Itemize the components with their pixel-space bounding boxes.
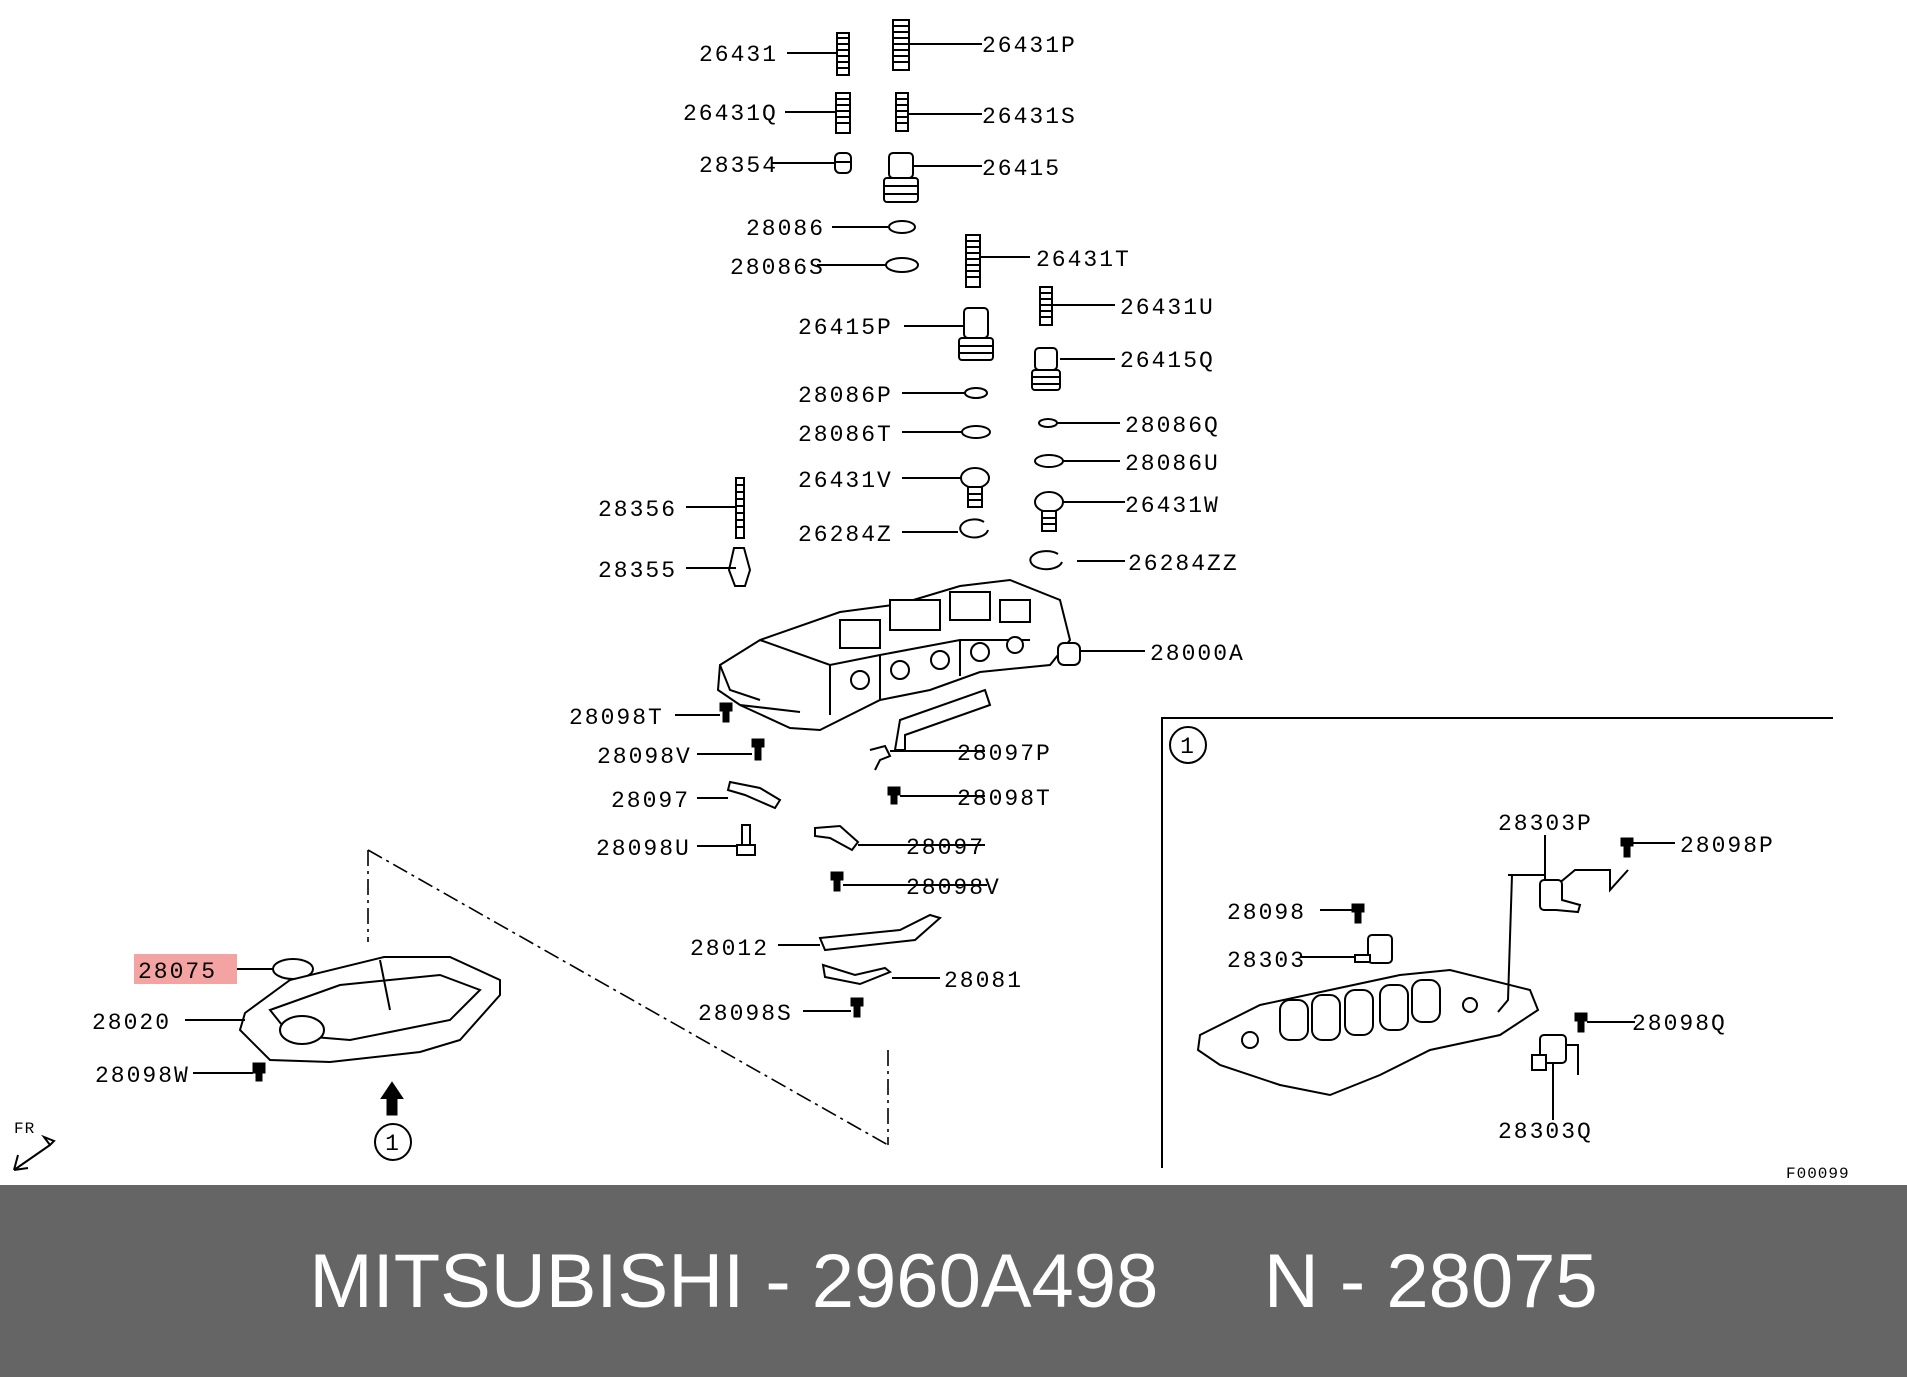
cap-28354 xyxy=(834,152,852,174)
label-26431T: 26431T xyxy=(1036,247,1131,273)
callout-circle xyxy=(374,1123,412,1161)
label-26431V: 26431V xyxy=(798,468,893,494)
label-26431: 26431 xyxy=(699,42,778,68)
spring-26431P xyxy=(892,19,910,71)
bracket-28097P xyxy=(869,744,892,771)
spring-26431S xyxy=(895,92,909,132)
valve-26415Q xyxy=(1031,347,1061,391)
label-28086T: 28086T xyxy=(798,422,893,448)
label-28097-a: 28097 xyxy=(611,788,690,814)
figure-code: F00099 xyxy=(1786,1165,1850,1183)
highlight-28075 xyxy=(134,954,237,984)
clip-26284Z xyxy=(959,518,989,539)
inset-ref-text: 1 xyxy=(1180,734,1196,760)
label-28098W: 28098W xyxy=(95,1063,190,1089)
label-28356: 28356 xyxy=(598,497,677,523)
label-26431U: 26431U xyxy=(1120,295,1215,321)
screw-28098T-a xyxy=(719,702,733,723)
label-28354: 28354 xyxy=(699,153,778,179)
oring-28086T xyxy=(961,425,991,439)
label-28086P: 28086P xyxy=(798,383,893,409)
label-28098Q: 28098Q xyxy=(1632,1011,1727,1037)
solenoid-28303P xyxy=(1539,879,1582,914)
label-26431W: 26431W xyxy=(1125,493,1220,519)
label-28086Q: 28086Q xyxy=(1125,413,1220,439)
screw-28098S xyxy=(850,997,864,1018)
spring-26431U xyxy=(1039,286,1053,326)
spring-26431Q xyxy=(835,92,851,134)
label-28098S: 28098S xyxy=(698,1001,793,1027)
label-28020: 28020 xyxy=(92,1010,171,1036)
label-26284Z: 26284Z xyxy=(798,522,893,548)
screw-28098U xyxy=(736,824,756,856)
label-26415P: 26415P xyxy=(798,315,893,341)
detent-28355 xyxy=(727,547,752,587)
front-indicator: FR xyxy=(14,1120,35,1138)
screw-28098-inset xyxy=(1351,903,1365,924)
label-28355: 28355 xyxy=(598,558,677,584)
label-26415Q: 26415Q xyxy=(1120,348,1215,374)
label-28012: 28012 xyxy=(690,936,769,962)
valve-body-inset xyxy=(1196,869,1629,1097)
label-28303Q: 28303Q xyxy=(1498,1119,1593,1145)
label-28086: 28086 xyxy=(746,216,825,242)
label-28303: 28303 xyxy=(1227,948,1306,974)
screw-28098W xyxy=(252,1062,266,1082)
label-28097P: 28097P xyxy=(957,741,1052,767)
valve-26415P xyxy=(958,307,994,361)
label-28098T-a: 28098T xyxy=(569,705,664,731)
label-28086U: 28086U xyxy=(1125,451,1220,477)
label-28098: 28098 xyxy=(1227,900,1306,926)
front-arrow-icon xyxy=(13,1134,56,1171)
bracket-28097-a xyxy=(726,780,782,810)
valve-26415 xyxy=(883,152,919,203)
callout-ref-text: 1 xyxy=(385,1131,401,1157)
label-26284ZZ: 26284ZZ xyxy=(1128,551,1239,577)
bracket-28097-b xyxy=(814,824,860,852)
label-28098T-b: 28098T xyxy=(957,786,1052,812)
label-28098U: 28098U xyxy=(596,836,691,862)
plate-28012 xyxy=(818,913,943,952)
label-28097-b: 28097 xyxy=(906,835,985,861)
footer-part-number: MITSUBISHI - 2960A498 N - 28075 xyxy=(309,1238,1598,1324)
label-28086S: 28086S xyxy=(730,255,825,281)
inset-frame xyxy=(1161,717,1833,1168)
rod-28356 xyxy=(735,477,745,539)
oring-28086Q xyxy=(1038,418,1058,428)
strainer-28020 xyxy=(238,956,501,1064)
label-28098V-a: 28098V xyxy=(597,744,692,770)
plug-26431W xyxy=(1034,491,1064,532)
parts-diagram: 1 FR 1 26431 26431P 26431Q 26431S 28354 … xyxy=(13,19,1850,1183)
inset-callout-circle xyxy=(1169,726,1207,764)
plate-28081 xyxy=(821,963,892,986)
label-28000A: 28000A xyxy=(1150,641,1245,667)
screw-28098P xyxy=(1620,837,1634,858)
screw-28098V-b xyxy=(830,871,844,892)
exploded-view-svg: 1 FR 1 26431 26431P 26431Q 26431S 28354 … xyxy=(13,19,1850,1183)
label-26431Q: 26431Q xyxy=(683,101,778,127)
label-28098V-b: 28098V xyxy=(906,875,1001,901)
spring-26431T xyxy=(965,234,981,288)
solenoid-28303Q xyxy=(1531,1034,1579,1075)
screw-28098T-b xyxy=(887,786,901,805)
label-26415: 26415 xyxy=(982,156,1061,182)
label-28098P: 28098P xyxy=(1680,833,1775,859)
label-28075: 28075 xyxy=(138,959,217,985)
label-28081: 28081 xyxy=(944,968,1023,994)
screw-28098Q xyxy=(1574,1012,1588,1033)
label-28303P: 28303P xyxy=(1498,811,1593,837)
plug-26431V xyxy=(960,467,990,508)
screw-28098V-a xyxy=(751,738,765,761)
clip-26284ZZ xyxy=(1029,550,1063,571)
solenoid-28303 xyxy=(1354,934,1393,964)
oring-28086U xyxy=(1034,454,1064,468)
spring-26431 xyxy=(836,32,850,76)
oring-28086P xyxy=(964,387,988,399)
oring-28086 xyxy=(888,220,916,234)
label-26431S: 26431S xyxy=(982,104,1077,130)
oring-28086S xyxy=(885,257,919,273)
label-26431P: 26431P xyxy=(982,33,1077,59)
footer-banner: MITSUBISHI - 2960A498 N - 28075 xyxy=(0,1185,1907,1377)
valve-body-28000A xyxy=(716,578,1081,751)
